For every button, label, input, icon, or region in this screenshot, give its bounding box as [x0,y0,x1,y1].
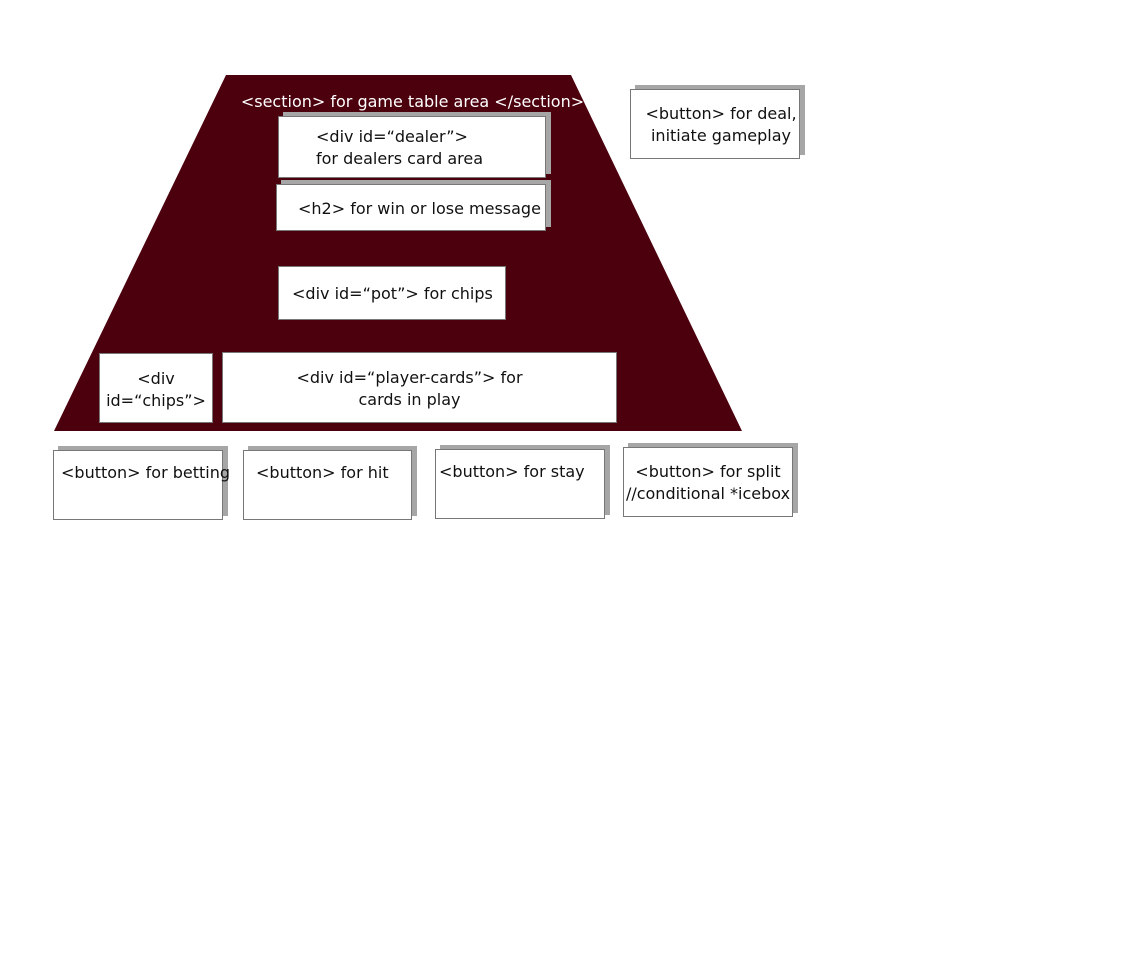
deal-button[interactable]: <button> for deal, initiate gameplay [630,89,800,159]
chips-area: <div id=“chips”> [99,353,213,423]
pot-chips-area: <div id=“pot”> for chips [278,266,506,320]
hit-button[interactable]: <button> for hit [243,450,412,520]
split-button[interactable]: <button> for split //conditional *icebox [623,447,793,517]
betting-button[interactable]: <button> for betting [53,450,230,520]
stay-button[interactable]: <button> for stay [435,449,605,519]
win-lose-message-area: <h2> for win or lose message [276,184,546,231]
dealer-card-area: <div id=“dealer”> for dealers card area [278,116,546,178]
section-label: <section> for game table area </section> [240,92,585,111]
game-table-shape [54,75,742,431]
player-cards-area: <div id=“player-cards”> for cards in pla… [222,352,617,423]
